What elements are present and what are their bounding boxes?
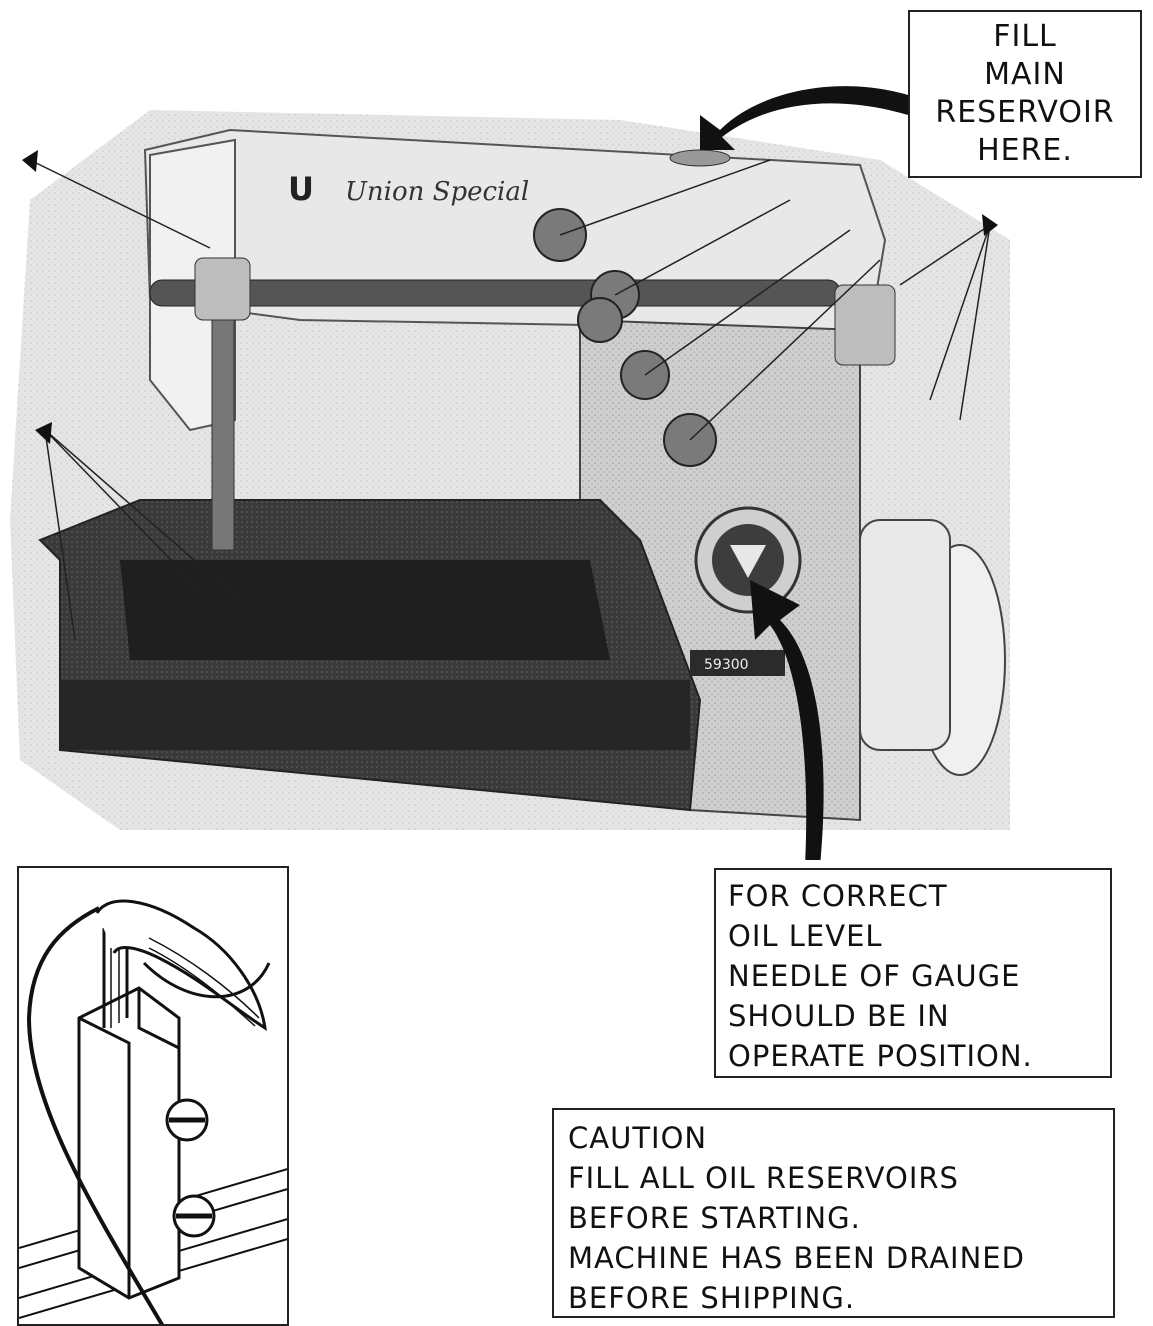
union-logo-letter: U: [288, 170, 314, 208]
callout-line: RESERVOIR: [935, 95, 1115, 130]
model-plate: [690, 650, 785, 676]
oil-level-arrow: [750, 580, 824, 860]
callout-line: BEFORE SHIPPING.: [568, 1281, 856, 1315]
fill-reservoir-callout: FILL MAIN RESERVOIR HERE.: [908, 10, 1142, 178]
rod-bracket-left: [194, 257, 251, 321]
callout-line: OPERATE POSITION.: [728, 1039, 1033, 1073]
model-plate-text: 59300: [704, 657, 749, 673]
callout-line: MACHINE HAS BEEN DRAINED: [568, 1241, 1025, 1275]
callout-line: NEEDLE OF GAUGE: [728, 959, 1021, 993]
threads: [29, 159, 991, 641]
bed-base: [60, 680, 690, 750]
caution-heading: CAUTION: [568, 1121, 708, 1155]
rod-bracket-right: [834, 284, 896, 366]
callout-line: OIL LEVEL: [728, 919, 883, 953]
union-special-script: Union Special: [345, 177, 529, 207]
thread-rod: [149, 279, 841, 307]
handwheel-cover: [859, 519, 951, 751]
callout-line: FOR CORRECT: [728, 879, 948, 913]
callout-line: SHOULD BE IN: [728, 999, 950, 1033]
inset-detail-drawing: [17, 866, 289, 1326]
callout-line: FILL: [993, 19, 1057, 54]
fill-reservoir-arrow: [700, 86, 908, 150]
callout-line: HERE.: [977, 133, 1073, 168]
callout-line: FILL ALL OIL RESERVOIRS: [568, 1161, 959, 1195]
reservoir-cap: [669, 149, 731, 167]
bed-cavity: [120, 560, 610, 660]
oil-level-callout: FOR CORRECT OIL LEVEL NEEDLE OF GAUGE SH…: [714, 868, 1112, 1078]
arrow-tip-mid-left: [35, 422, 52, 444]
oil-gauge-needle: [730, 545, 766, 578]
arrow-tip-right: [982, 214, 998, 236]
arrow-tip-top-left: [22, 150, 38, 172]
caution-callout: CAUTION FILL ALL OIL RESERVOIRS BEFORE S…: [552, 1108, 1115, 1318]
sewing-machine-photo: 59300 U Union Special: [10, 86, 1010, 860]
callout-line: BEFORE STARTING.: [568, 1201, 861, 1235]
callout-line: MAIN: [984, 57, 1066, 92]
inset-detail-svg: [19, 899, 287, 1324]
